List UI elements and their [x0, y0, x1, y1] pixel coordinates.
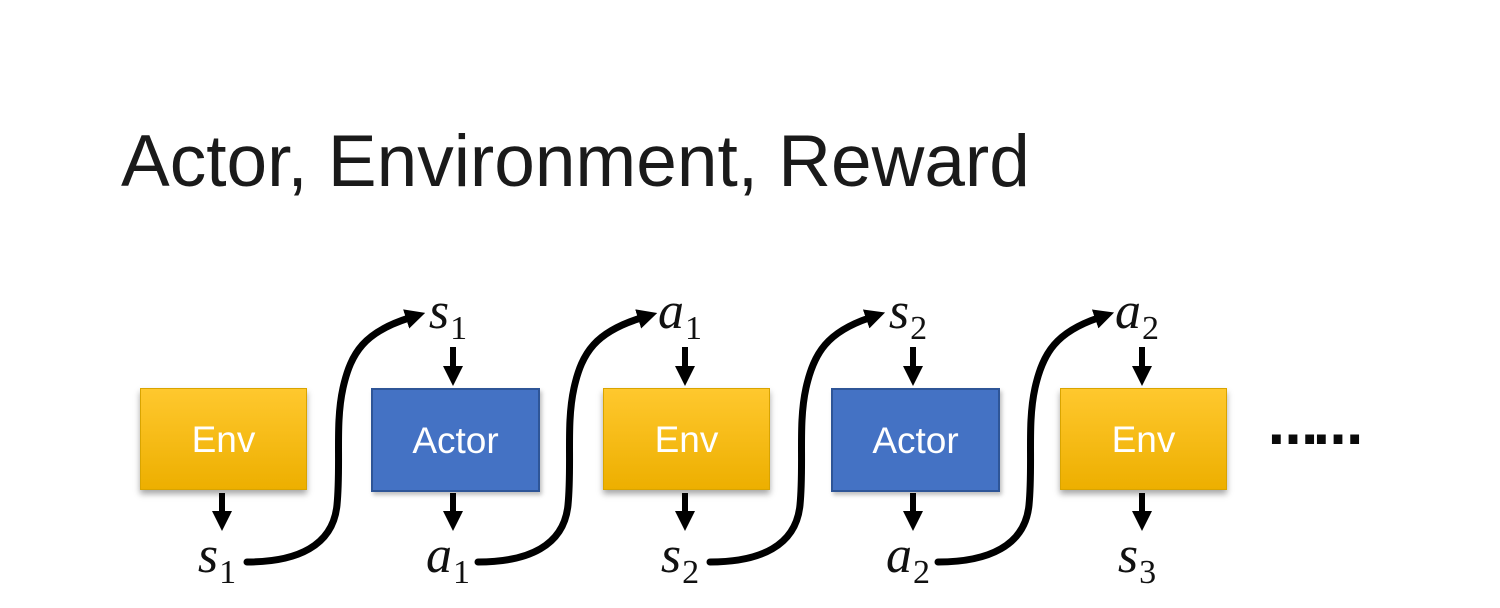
box-label: Env	[654, 418, 719, 460]
label-sub: 1	[453, 554, 470, 591]
label-base: s	[888, 283, 910, 340]
env-box-2: Env	[603, 388, 770, 490]
env-box-3: Env	[1060, 388, 1227, 490]
label-base: a	[886, 527, 912, 584]
label-sub: 3	[1139, 554, 1157, 591]
label-sub: 1	[450, 310, 468, 347]
actor-box-1: Actor	[371, 388, 540, 492]
label-base: a	[1115, 283, 1141, 340]
label-base: s	[428, 283, 450, 340]
page-title: Actor, Environment, Reward	[121, 121, 1030, 202]
curved-arrow-icon	[243, 309, 426, 566]
label-base: s	[1117, 527, 1139, 584]
curved-arrow-icon	[474, 309, 658, 566]
curved-arrow-icon	[706, 309, 886, 566]
actor-box-2: Actor	[831, 388, 1000, 492]
label-sub: 2	[1142, 310, 1159, 347]
ellipsis-dots: ……	[1268, 398, 1363, 456]
box-label: Env	[191, 418, 256, 460]
box-label: Actor	[412, 419, 499, 461]
label-sub: 1	[219, 554, 237, 591]
box-label: Env	[1111, 418, 1176, 460]
curved-arrow-icon	[934, 309, 1115, 566]
label-base: s	[660, 527, 682, 584]
box-label: Actor	[872, 419, 959, 461]
label-base: a	[658, 283, 684, 340]
label-sub: 2	[682, 554, 700, 591]
label-sub: 1	[685, 310, 702, 347]
label-base: s	[197, 527, 219, 584]
label-base: a	[426, 527, 452, 584]
label-sub: 2	[910, 310, 928, 347]
env-box-1: Env	[140, 388, 307, 490]
label-sub: 2	[913, 554, 930, 591]
